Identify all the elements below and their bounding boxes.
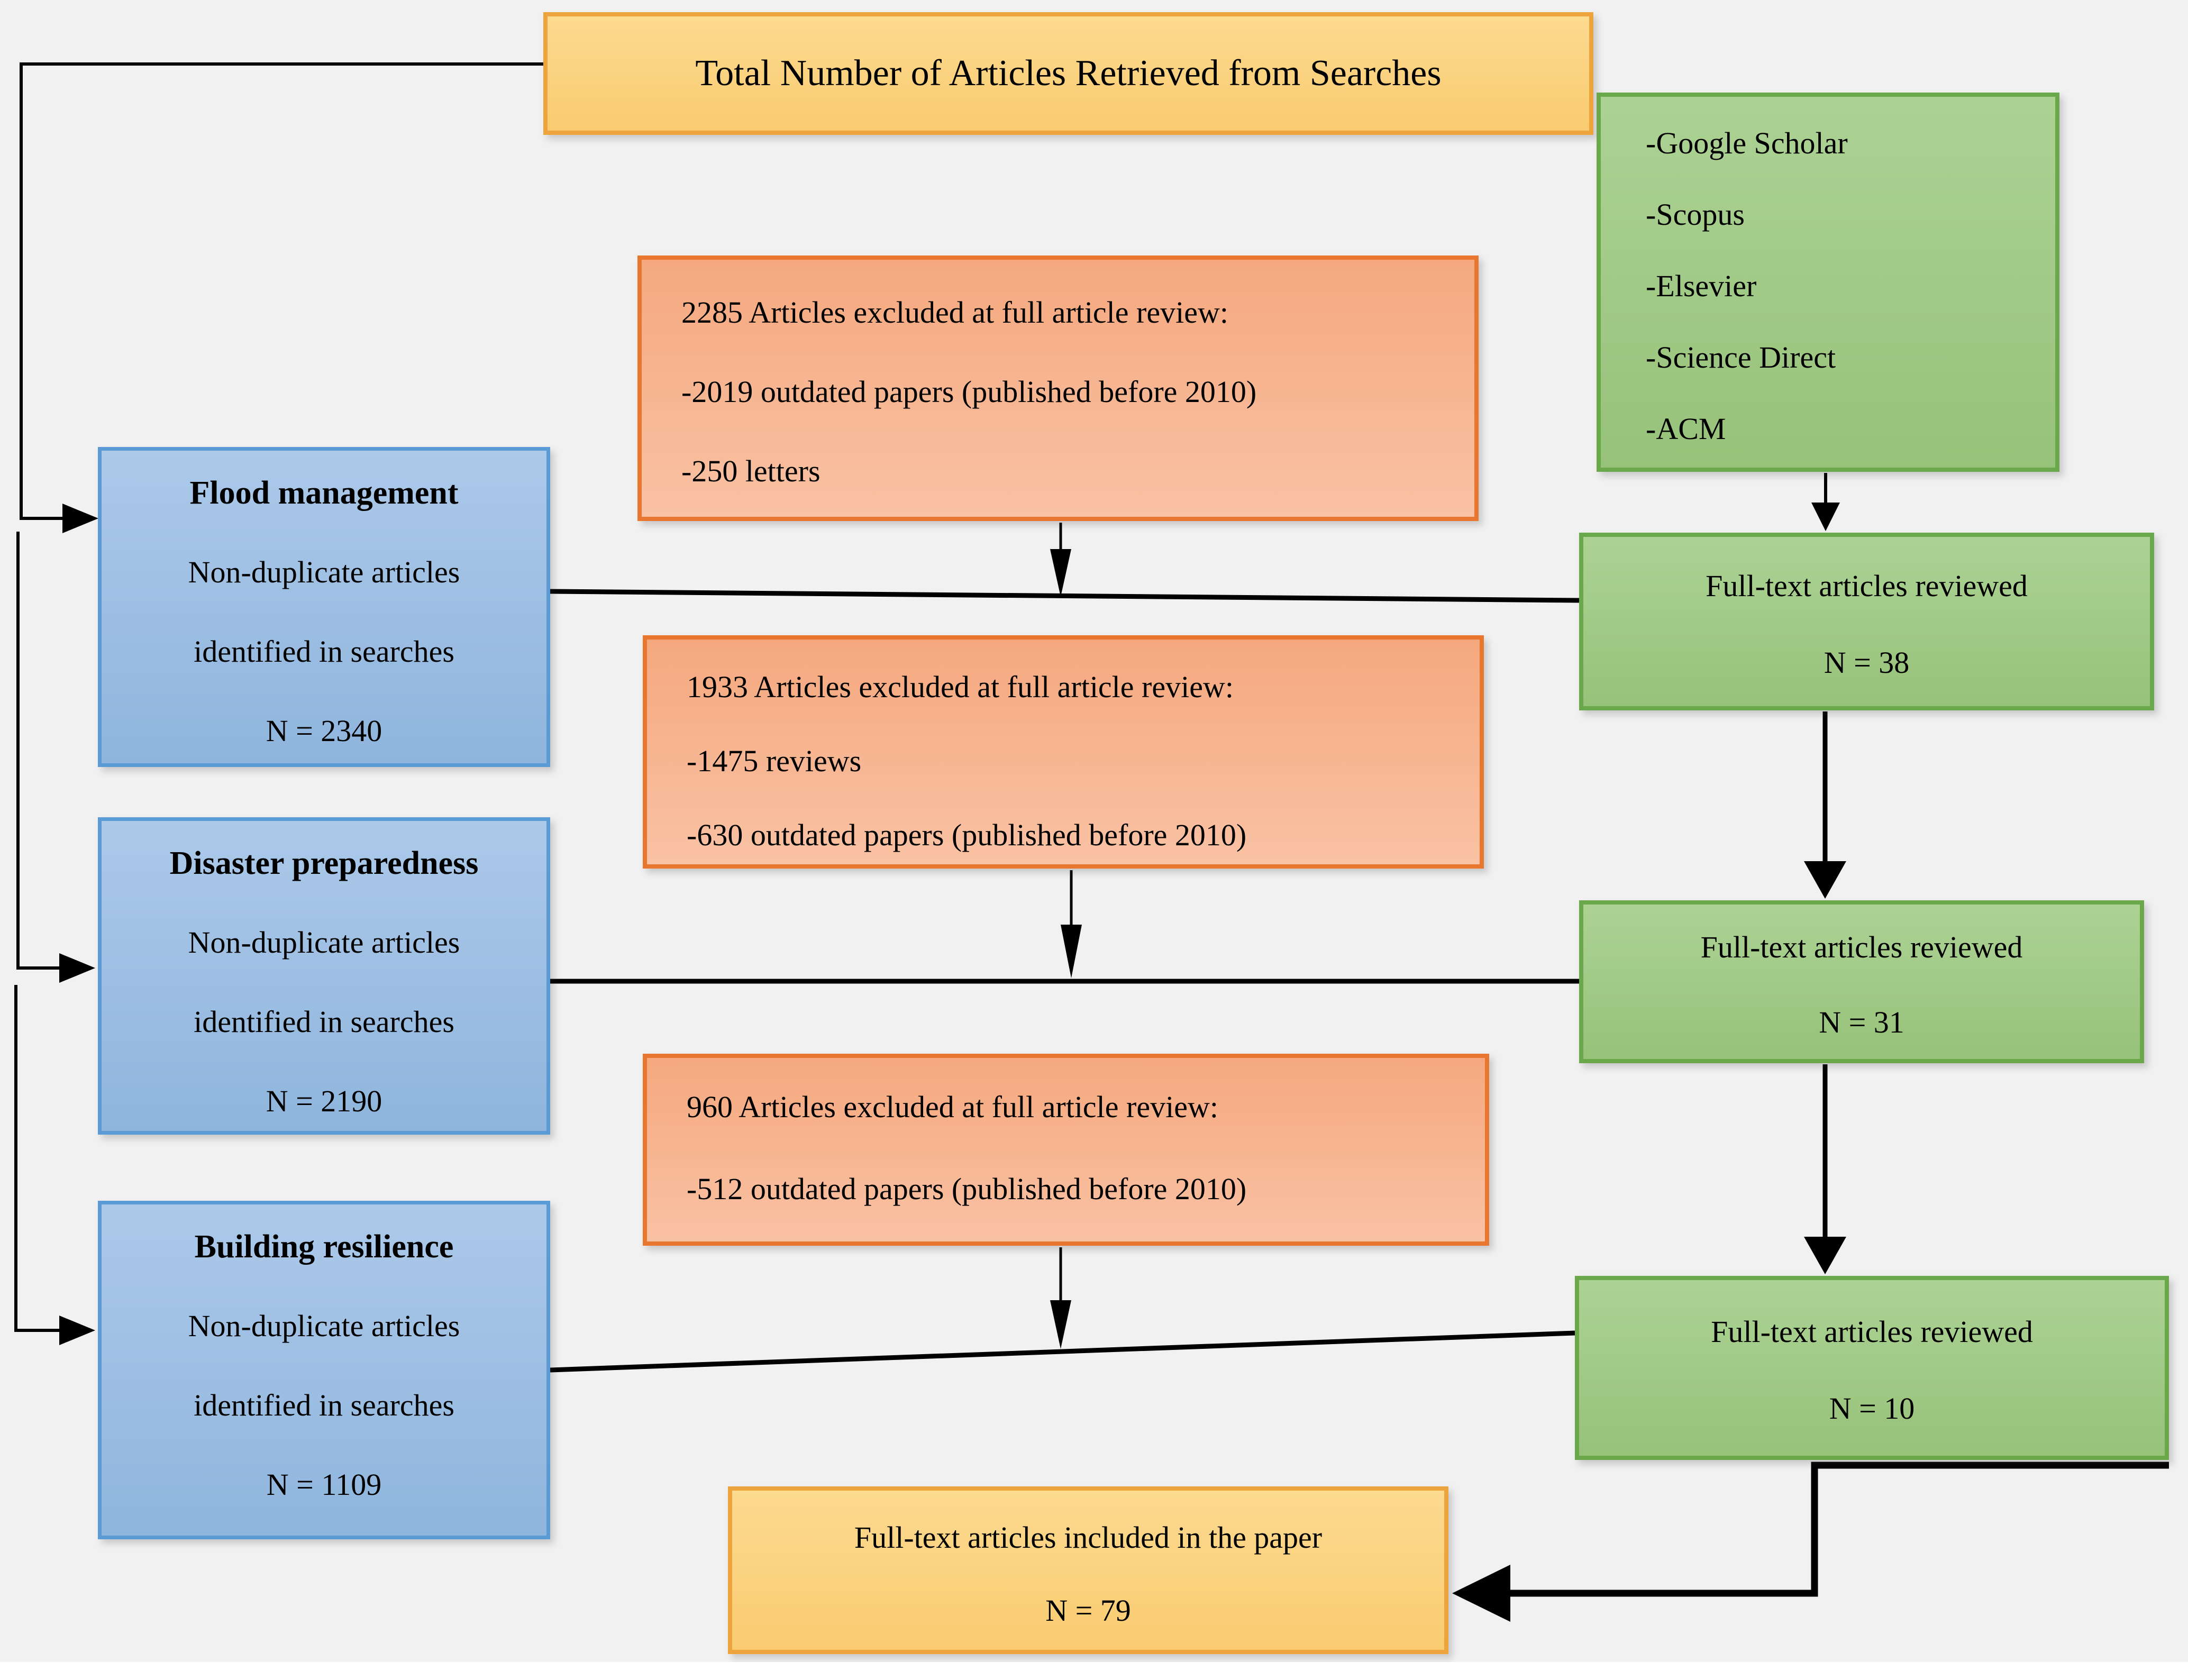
exclusion-item: -2019 outdated papers (published before … xyxy=(681,375,1257,409)
exclusion-item: -630 outdated papers (published before 2… xyxy=(687,818,1247,852)
category-line: Non-duplicate articles xyxy=(188,925,460,960)
arrow-exclusion3-down xyxy=(1050,1247,1071,1349)
arrow-exclusion1-down xyxy=(1050,523,1071,597)
arrow-databases-to-reviewed38 xyxy=(1811,473,1840,531)
arrow-exclusion2-down xyxy=(1061,870,1082,978)
arrow-down-icon xyxy=(1050,1300,1071,1349)
database-item: -Scopus xyxy=(1646,197,1745,232)
arrow-left-icon xyxy=(1452,1565,1510,1622)
category-line: identified in searches xyxy=(194,1388,454,1422)
reviewed-box-31: Full-text articles reviewed N = 31 xyxy=(1579,900,2144,1063)
category-title: Flood management xyxy=(189,475,459,511)
flow-line-flood-to-reviewed38 xyxy=(550,589,1580,603)
reviewed-label: Full-text articles reviewed xyxy=(1700,930,2023,964)
included-box: Full-text articles included in the paper… xyxy=(728,1486,1448,1654)
exclusion-box-3: 960 Articles excluded at full article re… xyxy=(643,1054,1489,1246)
reviewed-box-38: Full-text articles reviewed N = 38 xyxy=(1579,533,2154,710)
arrow-down-icon xyxy=(1811,503,1840,531)
category-line: identified in searches xyxy=(194,634,454,669)
category-title: Disaster preparedness xyxy=(169,845,479,881)
reviewed-count: N = 10 xyxy=(1829,1391,1915,1426)
database-item: -ACM xyxy=(1646,411,1726,446)
bottom-margin xyxy=(0,1662,2188,1680)
exclusion-item: -250 letters xyxy=(681,454,820,488)
category-count: N = 2340 xyxy=(266,714,382,748)
database-item: -Elsevier xyxy=(1646,268,1757,303)
arrow-down-icon xyxy=(1061,925,1082,978)
exclusion-box-1: 2285 Articles excluded at full article r… xyxy=(637,255,1479,521)
category-line: Non-duplicate articles xyxy=(188,1309,460,1343)
included-count: N = 79 xyxy=(1045,1593,1131,1628)
arrow-right-icon xyxy=(59,953,95,983)
exclusion-title: 1933 Articles excluded at full article r… xyxy=(687,670,1234,704)
arrow-right-icon xyxy=(59,1316,95,1345)
arrow-right-icon xyxy=(62,504,98,533)
arrow-down-icon xyxy=(1804,1237,1846,1274)
category-line: identified in searches xyxy=(194,1005,454,1039)
exclusion-title: 2285 Articles excluded at full article r… xyxy=(681,295,1228,330)
category-line: Non-duplicate articles xyxy=(188,555,460,589)
arrow-reviewed38-to-reviewed31 xyxy=(1804,711,1846,899)
reviewed-label: Full-text articles reviewed xyxy=(1711,1314,2033,1349)
category-count: N = 1109 xyxy=(266,1467,382,1502)
category-title: Building resilience xyxy=(194,1229,454,1265)
reviewed-label: Full-text articles reviewed xyxy=(1706,568,2028,603)
exclusion-title: 960 Articles excluded at full article re… xyxy=(687,1089,1218,1124)
exclusion-box-2: 1933 Articles excluded at full article r… xyxy=(643,635,1484,869)
reviewed-count: N = 38 xyxy=(1824,645,1910,680)
reviewed-count: N = 31 xyxy=(1819,1005,1904,1039)
database-item: -Google Scholar xyxy=(1646,125,1848,160)
category-count: N = 2190 xyxy=(266,1084,382,1118)
arrow-down-icon xyxy=(1804,861,1846,899)
arrow-down-icon xyxy=(1050,549,1071,597)
category-box-flood-management: Flood management Non-duplicate articles … xyxy=(98,447,550,767)
connector-reviewed10-to-included xyxy=(1452,1462,2169,1622)
arrow-reviewed31-to-reviewed10 xyxy=(1804,1064,1846,1274)
total-articles-label: Total Number of Articles Retrieved from … xyxy=(695,53,1442,94)
connector-to-disaster xyxy=(16,532,95,983)
reviewed-box-10: Full-text articles reviewed N = 10 xyxy=(1575,1276,2169,1460)
total-articles-box: Total Number of Articles Retrieved from … xyxy=(543,12,1593,135)
flow-line-building-to-reviewed10 xyxy=(550,1330,1575,1373)
database-item: -Science Direct xyxy=(1646,340,1836,375)
category-box-disaster-preparedness: Disaster preparedness Non-duplicate arti… xyxy=(98,817,550,1135)
included-label: Full-text articles included in the paper xyxy=(854,1520,1323,1555)
databases-box: -Google Scholar -Scopus -Elsevier -Scien… xyxy=(1597,93,2059,472)
connector-to-building xyxy=(14,985,95,1345)
category-box-building-resilience: Building resilience Non-duplicate articl… xyxy=(98,1201,550,1539)
exclusion-item: -512 outdated papers (published before 2… xyxy=(687,1171,1247,1206)
exclusion-item: -1475 reviews xyxy=(687,744,862,778)
